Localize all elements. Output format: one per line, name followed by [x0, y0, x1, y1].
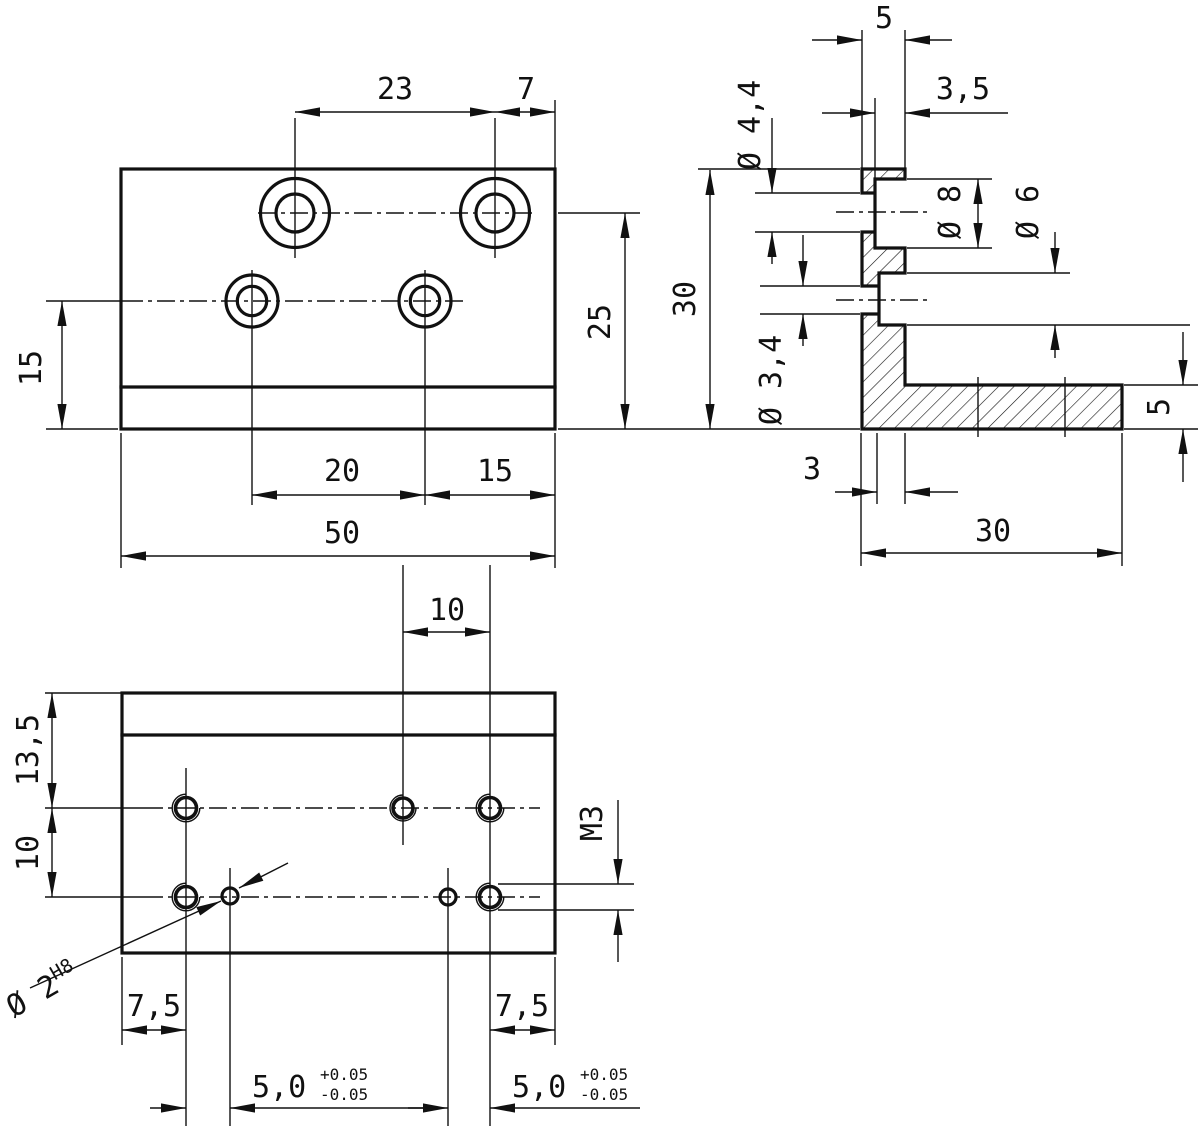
front-dimension-25-right: 25	[583, 213, 630, 429]
dim-5-top: 5	[875, 1, 893, 36]
bottom-dimension-13-5: 13,5	[11, 693, 57, 808]
side-dimension-5-top: 5	[812, 1, 952, 45]
side-dimension-5-flange: 5	[1142, 332, 1188, 482]
dim-m3: M3	[575, 805, 610, 841]
side-dimension-dia-3-4: Ø 3,4	[754, 235, 808, 425]
front-dimension-15-left: 15	[14, 301, 67, 429]
dim-30-bottom: 30	[975, 514, 1011, 549]
bottom-view: 10 13,5 10 M3 Ø 2H8 7,5	[0, 565, 640, 1126]
bottom-dimension-10-left: 10	[11, 808, 57, 897]
bottom-extension-lines	[45, 692, 634, 1045]
dim-13-5: 13,5	[11, 714, 46, 786]
front-dimension-23-7: 23 7	[295, 72, 555, 117]
dim-5-0-left: 5,0+0.05-0.05	[252, 1065, 368, 1105]
dim-dia-3-4: Ø 3,4	[754, 335, 789, 425]
side-dimension-30-vertical: 30	[668, 170, 715, 429]
front-dimension-20-15: 20 15	[252, 454, 555, 500]
side-dimension-dia-4-4: Ø 4,4	[733, 80, 777, 264]
dia-2-h8-label: Ø 2H8	[0, 954, 85, 1025]
dim-50: 50	[324, 516, 360, 551]
dim-5-flange: 5	[1142, 398, 1177, 416]
dim-7: 7	[517, 72, 535, 107]
bottom-dimension-7-5-right: 7,5	[490, 989, 555, 1035]
bottom-dimension-10-top: 10	[403, 593, 490, 637]
front-extension-lines	[46, 100, 640, 568]
dim-30-vertical: 30	[668, 281, 703, 317]
dim-3-5: 3,5	[936, 72, 990, 107]
dim-10-top: 10	[429, 593, 465, 628]
dim-dia-4-4: Ø 4,4	[733, 80, 768, 170]
dim-7-5-right: 7,5	[495, 989, 549, 1024]
front-plate-outline	[119, 167, 557, 431]
bottom-dimension-5-0-right: 5,0+0.05-0.05	[408, 1065, 640, 1113]
side-section-hatching	[862, 169, 1122, 429]
dim-3: 3	[803, 452, 821, 487]
side-dimension-3: 3	[803, 452, 958, 497]
bottom-dimension-5-0-left: 5,0+0.05-0.05	[150, 1065, 432, 1113]
side-center-lines	[836, 211, 1066, 437]
side-dimension-3-5: 3,5	[822, 72, 1008, 118]
dim-5-0-right: 5,0+0.05-0.05	[512, 1065, 628, 1105]
bottom-plate-outline	[120, 691, 557, 955]
side-dimension-dia-8: Ø 8	[933, 179, 983, 248]
dim-10-left: 10	[11, 835, 46, 871]
bottom-dimension-m3: M3	[575, 800, 623, 962]
dim-dia-6: Ø 6	[1011, 185, 1046, 239]
front-center-lines	[46, 118, 535, 505]
dim-15-left: 15	[14, 350, 49, 386]
bottom-dimension-7-5-left: 7,5	[122, 989, 186, 1035]
dim-7-5-left: 7,5	[127, 989, 181, 1024]
side-dimension-dia-6: Ø 6	[1011, 185, 1060, 358]
front-dimension-50: 50	[121, 516, 555, 561]
dim-dia-8: Ø 8	[933, 185, 968, 239]
side-extension-lines	[640, 30, 1198, 566]
dim-20: 20	[324, 454, 360, 489]
bottom-center-lines	[145, 565, 540, 1126]
front-view: 23 7 15 25 20 15 50	[14, 72, 640, 568]
dim-15-bottom: 15	[477, 454, 513, 489]
side-section-outline	[860, 167, 1124, 431]
side-view: 5 3,5 Ø 4,4 Ø 3,4 Ø 8 Ø 6	[640, 1, 1198, 566]
side-dimension-30-bottom: 30	[861, 514, 1122, 558]
dim-25-right: 25	[583, 304, 618, 340]
dim-23: 23	[377, 72, 413, 107]
